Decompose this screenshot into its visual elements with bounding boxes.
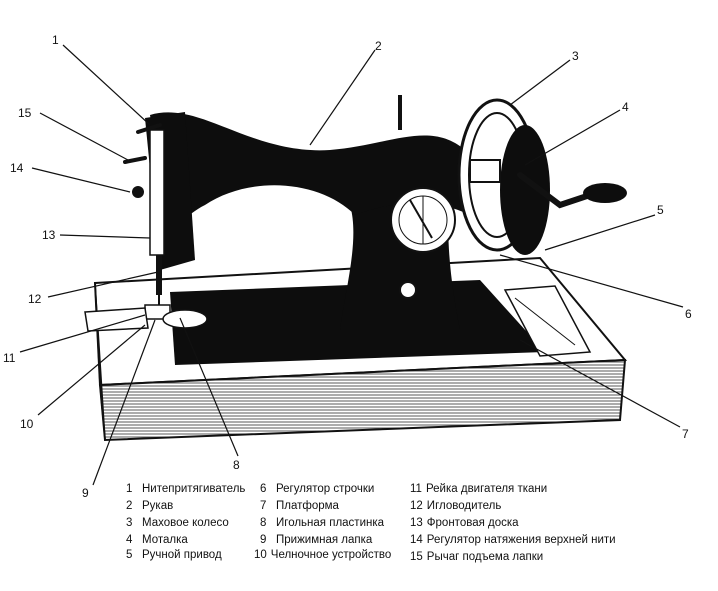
leader-line-8 [179, 317, 239, 457]
callout-2: 2 [375, 39, 382, 53]
callout-14: 14 [10, 161, 24, 175]
leader-line-14 [31, 167, 131, 193]
leader-line-15 [39, 112, 129, 161]
callout-3: 3 [572, 49, 579, 63]
callout-numbers: 1 2 3 4 5 6 7 8 9 10 11 12 13 14 15 [3, 33, 692, 500]
callout-9: 9 [82, 486, 89, 500]
leader-line-7 [519, 339, 681, 428]
stitch-regulator-knob [399, 281, 417, 299]
leader-line-2 [309, 49, 376, 146]
leader-line-12 [47, 271, 159, 298]
callout-1: 1 [52, 33, 59, 47]
callout-6: 6 [685, 307, 692, 321]
shuttle-plate [84, 307, 208, 332]
callout-4: 4 [622, 100, 629, 114]
callout-12: 12 [28, 292, 42, 306]
callout-10: 10 [20, 417, 34, 431]
leader-line-1 [62, 44, 151, 126]
leader-lines [19, 44, 684, 486]
callout-8: 8 [233, 458, 240, 472]
leader-line-4 [524, 109, 621, 166]
bobbin-winder [469, 159, 501, 183]
callout-15: 15 [18, 106, 32, 120]
tension-regulator [132, 186, 144, 198]
leader-line-9 [92, 319, 156, 486]
leader-line-13 [59, 234, 151, 239]
medallion [390, 187, 456, 253]
leader-line-11 [19, 314, 146, 353]
presser-foot-lever [123, 156, 147, 164]
callout-13: 13 [42, 228, 56, 242]
hand-crank [517, 172, 627, 209]
leader-line-10 [37, 324, 146, 416]
callout-7: 7 [682, 427, 689, 441]
front-board [149, 129, 165, 256]
callout-11: 11 [3, 351, 16, 365]
leader-line-3 [509, 59, 571, 106]
arm [150, 112, 470, 240]
callout-5: 5 [657, 203, 664, 217]
leader-line-5 [544, 214, 656, 251]
take-up-lever [136, 123, 162, 134]
leader-line-6 [499, 254, 684, 308]
